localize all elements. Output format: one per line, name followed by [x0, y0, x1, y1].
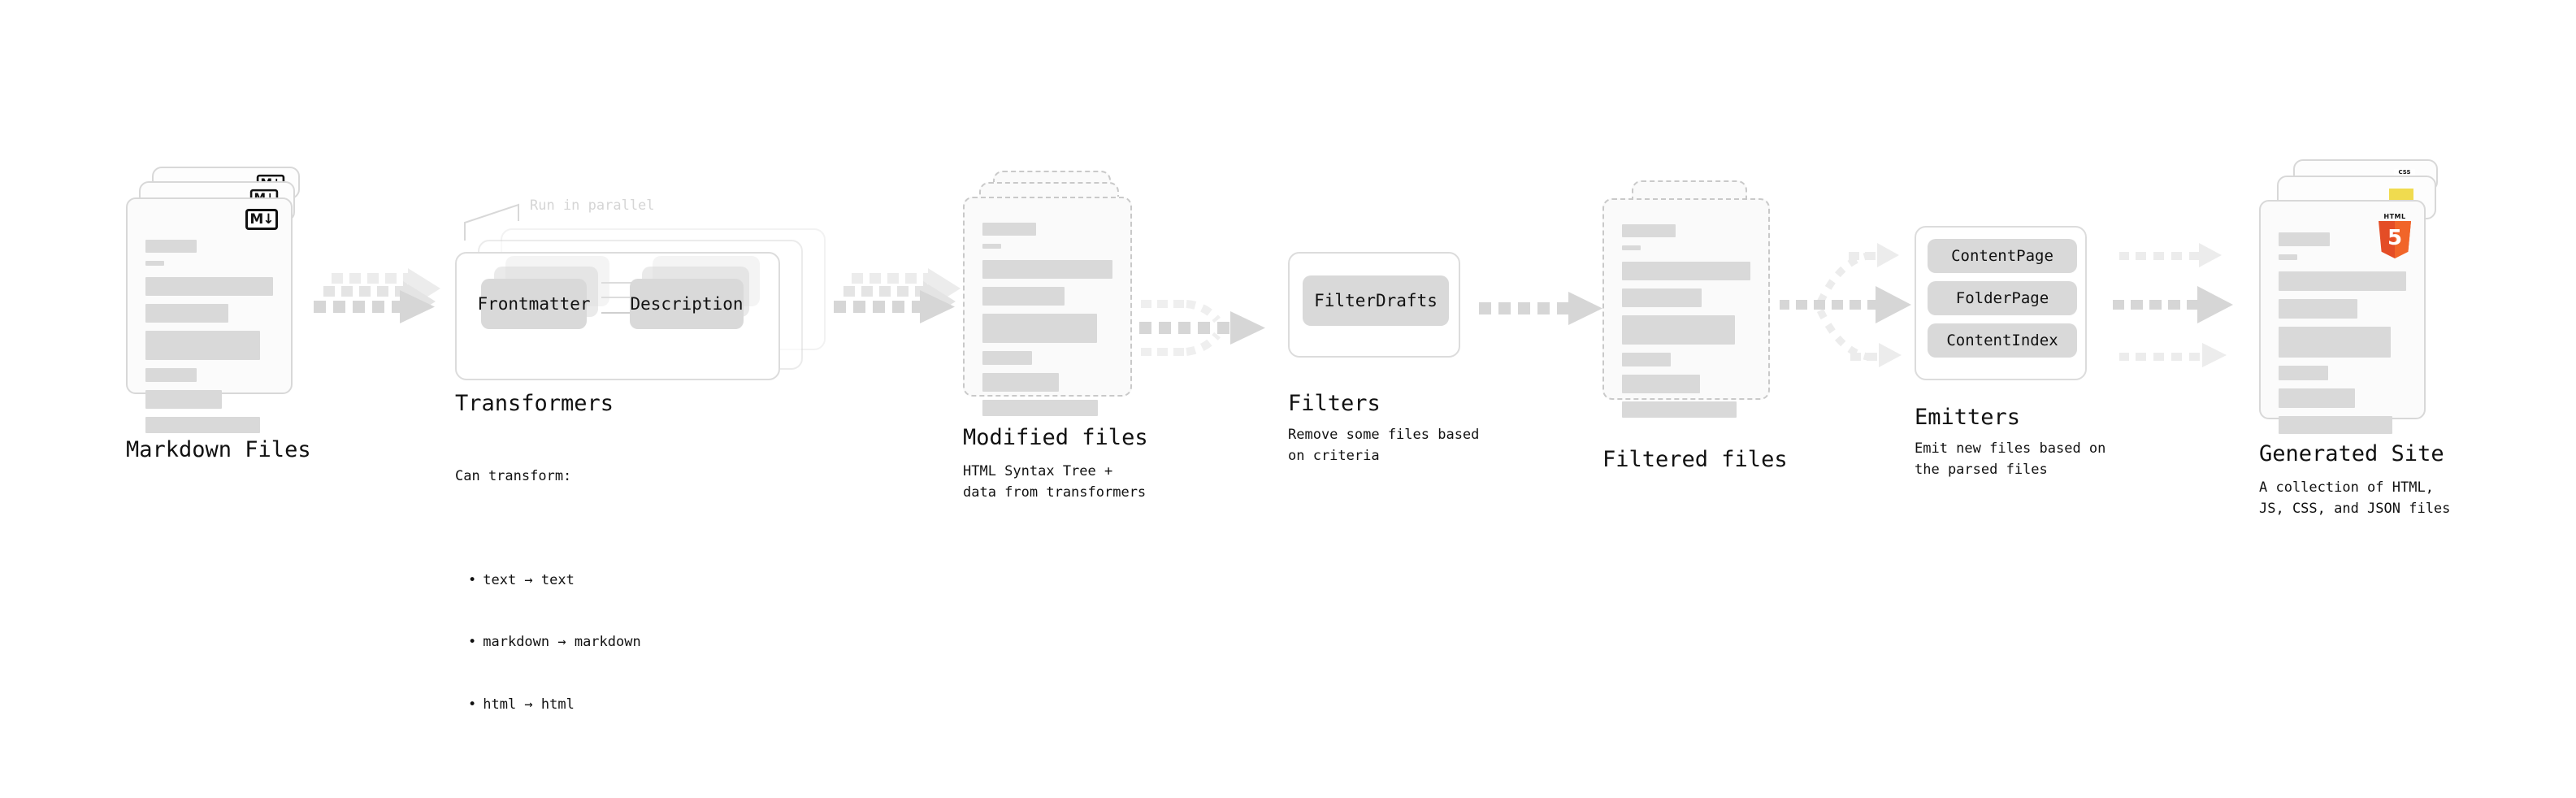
markdown-badge-icon-front: M↓	[245, 209, 278, 230]
doc-line	[1622, 245, 1641, 250]
doc-line	[145, 368, 197, 382]
doc-line	[2279, 327, 2392, 358]
filters-subtitle: Remove some files based on criteria	[1288, 427, 1480, 464]
emitters-subtitle: Emit new files based on the parsed files	[1915, 440, 2106, 478]
doc-line	[1622, 224, 1676, 237]
doc-line	[982, 351, 1032, 365]
parallel-bracket	[464, 203, 519, 241]
modified-files-stack	[963, 171, 1142, 416]
doc-line	[145, 417, 261, 433]
transformers-subtitle: Can transform: text → text markdown → ma…	[455, 425, 641, 798]
stage-title-generated-site: Generated Site	[2259, 441, 2444, 466]
transformers-subtitle-heading: Can transform:	[455, 468, 572, 484]
connector-filters-to-filtered	[1479, 292, 1602, 325]
doc-line	[145, 240, 197, 253]
transformer-chip-frontmatter[interactable]: Frontmatter	[477, 279, 591, 329]
modified-card-front	[963, 197, 1132, 416]
stage-title-modified-files: Modified files	[963, 425, 1148, 450]
html5-badge-icon: HTML 5	[2379, 213, 2411, 258]
doc-line	[1622, 401, 1737, 418]
site-card-front-html: HTML 5	[2259, 200, 2426, 434]
stage-title-transformers: Transformers	[455, 391, 614, 416]
doc-line	[2279, 232, 2330, 246]
generated-site-subtitle: A collection of HTML, JS, CSS, and JSON …	[2259, 479, 2451, 517]
doc-line	[1622, 375, 1701, 393]
connector-md-to-transformers	[314, 268, 440, 323]
doc-line	[145, 261, 164, 266]
filtered-card-front	[1602, 198, 1770, 418]
filtered-placeholder-lines	[1622, 224, 1750, 426]
transformers-bullet: text → text	[468, 570, 641, 592]
css-badge-label: CSS	[2398, 169, 2411, 176]
emitters-box: ContentPage FolderPage ContentIndex	[1915, 226, 2087, 380]
doc-line	[1622, 288, 1702, 307]
doc-line	[145, 304, 229, 323]
doc-line	[982, 314, 1097, 343]
doc-line	[2279, 299, 2358, 319]
doc-line	[1622, 315, 1736, 345]
emitter-chip-folderpage[interactable]: FolderPage	[1928, 281, 2077, 315]
markdown-placeholder-lines	[145, 240, 273, 441]
stage-title-filters: Filters	[1288, 391, 1381, 416]
modified-placeholder-lines	[982, 223, 1112, 424]
transformers-bullet: html → html	[468, 695, 641, 716]
doc-line	[145, 331, 261, 360]
doc-line	[982, 400, 1099, 416]
transformer-chip-description[interactable]: Description	[630, 279, 744, 329]
connector-filtered-to-emitters	[1780, 243, 1911, 367]
doc-line	[982, 223, 1036, 236]
site-placeholder-lines	[2279, 232, 2406, 442]
html5-badge-digit: 5	[2387, 226, 2403, 250]
filter-chip-filterdrafts[interactable]: FilterDrafts	[1303, 275, 1449, 326]
doc-line	[2279, 416, 2392, 434]
doc-line	[1622, 262, 1750, 280]
doc-line	[145, 390, 223, 409]
generated-site-stack: CSS HTML 5	[2259, 159, 2454, 434]
stage-title-markdown-files: Markdown Files	[126, 437, 311, 462]
transformers-bullet-list: text → text markdown → markdown html → h…	[455, 529, 641, 757]
doc-line	[145, 277, 273, 296]
doc-line	[1622, 353, 1672, 366]
filtered-files-stack	[1602, 180, 1781, 424]
filters-box: FilterDrafts	[1288, 252, 1460, 358]
run-in-parallel-note: Run in parallel	[530, 197, 655, 214]
connector-transformers-to-modified	[834, 268, 961, 323]
connector-emitters-to-site	[2113, 243, 2233, 367]
stage-title-filtered-files: Filtered files	[1602, 447, 1788, 472]
pipeline-canvas: M↓ M↓ M↓ Markdown Files	[0, 0, 2576, 681]
transformers-bullet: markdown → markdown	[468, 632, 640, 653]
doc-line	[982, 373, 1060, 392]
markdown-card-front: M↓	[126, 197, 293, 433]
doc-line	[2279, 366, 2329, 380]
doc-line	[2279, 271, 2406, 291]
doc-line	[2279, 388, 2356, 408]
html5-badge-word: HTML	[2383, 213, 2406, 220]
markdown-files-stack: M↓ M↓ M↓	[126, 167, 305, 433]
connector-modified-to-filters	[1139, 300, 1265, 356]
doc-line	[982, 260, 1112, 279]
doc-line	[982, 244, 1001, 249]
doc-line	[2279, 254, 2297, 260]
doc-line	[982, 287, 1065, 306]
emitter-chip-contentpage[interactable]: ContentPage	[1928, 239, 2077, 273]
modified-files-subtitle: HTML Syntax Tree + data from transformer…	[963, 463, 1147, 501]
emitter-chip-contentindex[interactable]: ContentIndex	[1928, 323, 2077, 358]
stage-title-emitters: Emitters	[1915, 405, 2021, 430]
